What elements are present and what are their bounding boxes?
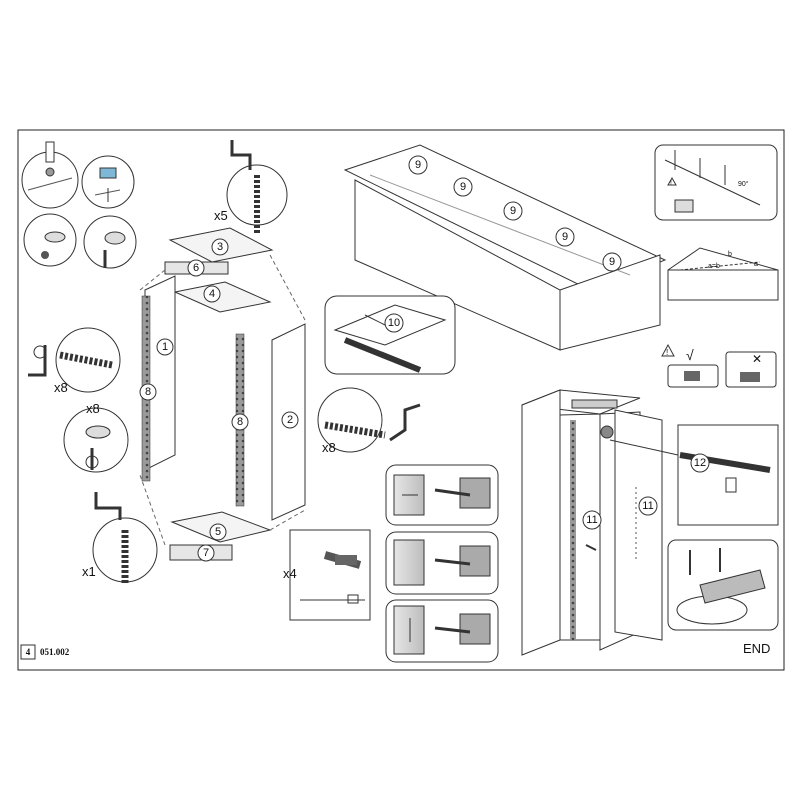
part-callout-3: 3 <box>211 238 229 256</box>
assembly-guide-lines <box>139 254 306 546</box>
part-callout-11a: 11 <box>582 510 602 530</box>
hinge-adjust-height <box>385 599 499 663</box>
part-callout-8b: 8 <box>231 413 249 431</box>
assembled-wardrobe <box>521 389 663 656</box>
detail-cam-lock-3 <box>23 213 77 267</box>
back-panel-9e: 9 <box>602 252 622 272</box>
warning-wrong-box: ✕ <box>725 351 777 388</box>
part-callout-12: 12 <box>690 453 710 473</box>
svg-text:9: 9 <box>510 205 516 217</box>
panel-1 <box>141 275 176 482</box>
part-callout-2: 2 <box>281 411 299 429</box>
bottom-screw-quantity: x1 <box>82 564 96 579</box>
detail-diagonal-check: a=b b a <box>667 247 779 301</box>
svg-text:9: 9 <box>562 231 568 243</box>
back-panel-9b: 9 <box>453 177 473 197</box>
svg-text:b: b <box>728 251 732 258</box>
detail-nailing-back: ! 90° <box>654 144 778 221</box>
svg-text:1: 1 <box>162 341 168 353</box>
part-callout-8a: 8 <box>139 383 157 401</box>
svg-text:12: 12 <box>694 457 706 469</box>
part-callout-10: 10 <box>384 313 404 333</box>
hinge-adjust-depth <box>385 531 499 595</box>
right-bolt-quantity: x8 <box>322 440 336 455</box>
svg-text:10: 10 <box>388 317 400 329</box>
detail-bottom-screw <box>92 492 158 585</box>
detail-hammer-nail <box>289 529 371 621</box>
part-callout-4: 4 <box>203 285 221 303</box>
svg-text:9: 9 <box>415 159 421 171</box>
detail-hinge-mount <box>667 539 779 631</box>
svg-text:9: 9 <box>609 256 615 268</box>
top-screw-quantity: x5 <box>214 208 228 223</box>
hinge-adjust-side <box>385 464 499 526</box>
warning-correct-box: ! √ <box>661 343 719 388</box>
svg-text:!: ! <box>666 348 668 357</box>
svg-text:2: 2 <box>287 414 293 426</box>
back-panel-9c: 9 <box>503 201 523 221</box>
svg-text:a=b: a=b <box>708 263 720 270</box>
end-label: END <box>743 641 770 656</box>
svg-text:8: 8 <box>237 416 243 428</box>
svg-text:✕: ✕ <box>752 352 762 366</box>
back-panel-9a: 9 <box>408 155 428 175</box>
detail-cam-lock-1 <box>21 141 79 209</box>
carcass-back-view <box>343 144 667 351</box>
nail-quantity: x4 <box>283 566 297 581</box>
svg-text:11: 11 <box>586 514 597 526</box>
page-number-box: 4 <box>20 644 36 660</box>
svg-text:√: √ <box>686 347 694 363</box>
svg-text:6: 6 <box>193 262 199 274</box>
detail-top-screw <box>226 140 288 235</box>
detail-left-bolt <box>28 327 121 393</box>
part-callout-7: 7 <box>197 544 215 562</box>
page-number: 4 <box>26 647 31 657</box>
svg-text:4: 4 <box>209 288 215 300</box>
part-callout-6: 6 <box>187 259 205 277</box>
svg-text:5: 5 <box>215 526 221 538</box>
detail-cam-lock-4 <box>83 215 137 269</box>
page-frame <box>17 129 785 671</box>
left-cam-quantity: x8 <box>86 401 100 416</box>
part-callout-1: 1 <box>156 338 174 356</box>
svg-text:90°: 90° <box>738 180 749 188</box>
detail-cam-lock-2 <box>81 155 135 209</box>
back-panel-9d: 9 <box>555 227 575 247</box>
detail-right-bolt <box>317 387 421 453</box>
detail-hanging-rail <box>609 424 779 526</box>
svg-text:!: ! <box>670 180 672 187</box>
svg-text:a: a <box>754 261 758 268</box>
svg-text:11: 11 <box>642 500 653 512</box>
svg-text:8: 8 <box>145 386 151 398</box>
svg-text:9: 9 <box>460 181 466 193</box>
detail-connector-10 <box>324 295 456 375</box>
svg-text:7: 7 <box>203 547 209 559</box>
part-callout-5: 5 <box>209 523 227 541</box>
part-callout-11b: 11 <box>638 496 658 516</box>
document-code: 051.002 <box>40 647 70 657</box>
svg-text:3: 3 <box>217 241 223 253</box>
detail-left-cam <box>63 407 129 473</box>
panel-4 <box>173 281 272 313</box>
left-bolt-quantity: x8 <box>54 380 68 395</box>
